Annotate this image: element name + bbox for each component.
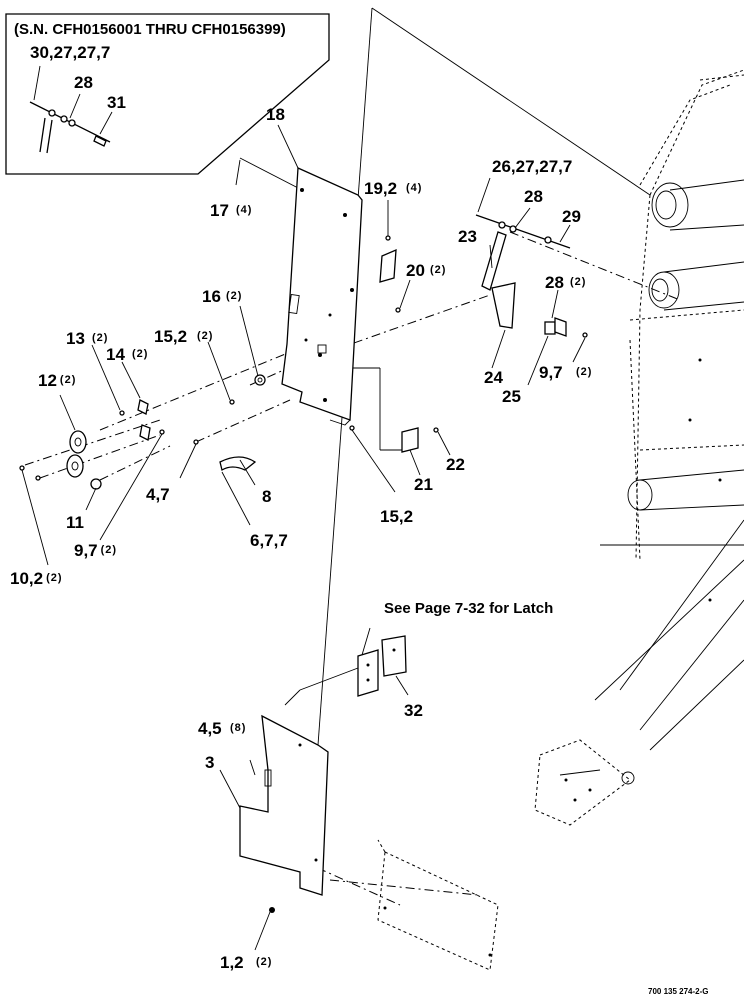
label-25: 25 — [502, 387, 521, 406]
label-19-qty: (4) — [406, 182, 422, 194]
label-6-7-7: 6,7,7 — [250, 531, 288, 550]
label-4-5-qty: (8) — [230, 722, 246, 734]
label-9b-qty: (2) — [101, 544, 117, 556]
label-3: 3 — [205, 753, 214, 772]
label-16-qty: (2) — [226, 290, 242, 302]
label-28b-qty: (2) — [570, 276, 586, 288]
label-10: 10,2 — [10, 569, 43, 588]
label-11: 11 — [66, 513, 84, 532]
label-21: 21 — [414, 475, 433, 494]
label-12: 12 — [38, 371, 57, 390]
label-18: 18 — [266, 105, 285, 124]
label-13-qty: (2) — [92, 332, 108, 344]
label-1-2-qty: (2) — [256, 956, 272, 968]
label-1-2: 1,2 — [220, 953, 244, 972]
label-17-qty: (4) — [236, 204, 252, 216]
leader-lines — [21, 124, 586, 951]
label-13: 13 — [66, 329, 85, 348]
inset-label-30: 30,27,27,7 — [30, 43, 110, 62]
callout-labels: 18 17 (4) 19,2 (4) 26,27,27,7 28 29 23 2… — [10, 105, 709, 996]
label-32: 32 — [404, 701, 423, 720]
alignment-lines — [24, 7, 681, 906]
machine-frame — [534, 69, 744, 826]
panel-3 — [239, 714, 329, 913]
label-4-7: 4,7 — [146, 485, 170, 504]
label-24: 24 — [484, 368, 503, 387]
label-22: 22 — [446, 455, 465, 474]
latch-note: See Page 7-32 for Latch — [384, 600, 553, 617]
inset-label-28: 28 — [74, 73, 93, 92]
label-20: 20 — [406, 261, 425, 280]
label-17: 17 — [210, 201, 229, 220]
label-15b: 15,2 — [380, 507, 413, 526]
label-10-qty: (2) — [46, 572, 62, 584]
serial-inset: (S.N. CFH0156001 THRU CFH0156399) 30,27,… — [5, 13, 330, 175]
pulley-and-hardware — [19, 235, 439, 490]
label-16: 16 — [202, 287, 221, 306]
label-29: 29 — [562, 207, 581, 226]
link-assembly-23-29 — [475, 214, 588, 338]
panel-18 — [281, 167, 363, 426]
label-12-qty-text: (2) — [60, 374, 76, 386]
label-9a-qty: (2) — [576, 366, 592, 378]
label-20-qty: (2) — [430, 264, 446, 276]
label-15a-qty: (2) — [197, 330, 213, 342]
inset-serial-text: (S.N. CFH0156001 THRU CFH0156399) — [14, 21, 286, 38]
label-15a: 15,2 — [154, 327, 187, 346]
label-14-qty: (2) — [132, 348, 148, 360]
label-28a: 28 — [524, 187, 543, 206]
label-26: 26,27,27,7 — [492, 157, 572, 176]
shield-dashed — [377, 839, 499, 971]
label-9a: 9,7 — [539, 363, 563, 382]
latch-32 — [357, 635, 407, 697]
inset-pin-drawing — [29, 65, 113, 154]
label-4-5: 4,5 — [198, 719, 222, 738]
label-14: 14 — [106, 345, 125, 364]
inset-border — [5, 13, 330, 175]
label-9b: 9,7 — [74, 541, 98, 560]
inset-label-31: 31 — [107, 93, 126, 112]
label-28b: 28 — [545, 273, 564, 292]
label-23: 23 — [458, 227, 477, 246]
label-19: 19,2 — [364, 179, 397, 198]
drawing-reference: 700 135 274-2-G — [648, 987, 709, 996]
label-8: 8 — [262, 487, 271, 506]
